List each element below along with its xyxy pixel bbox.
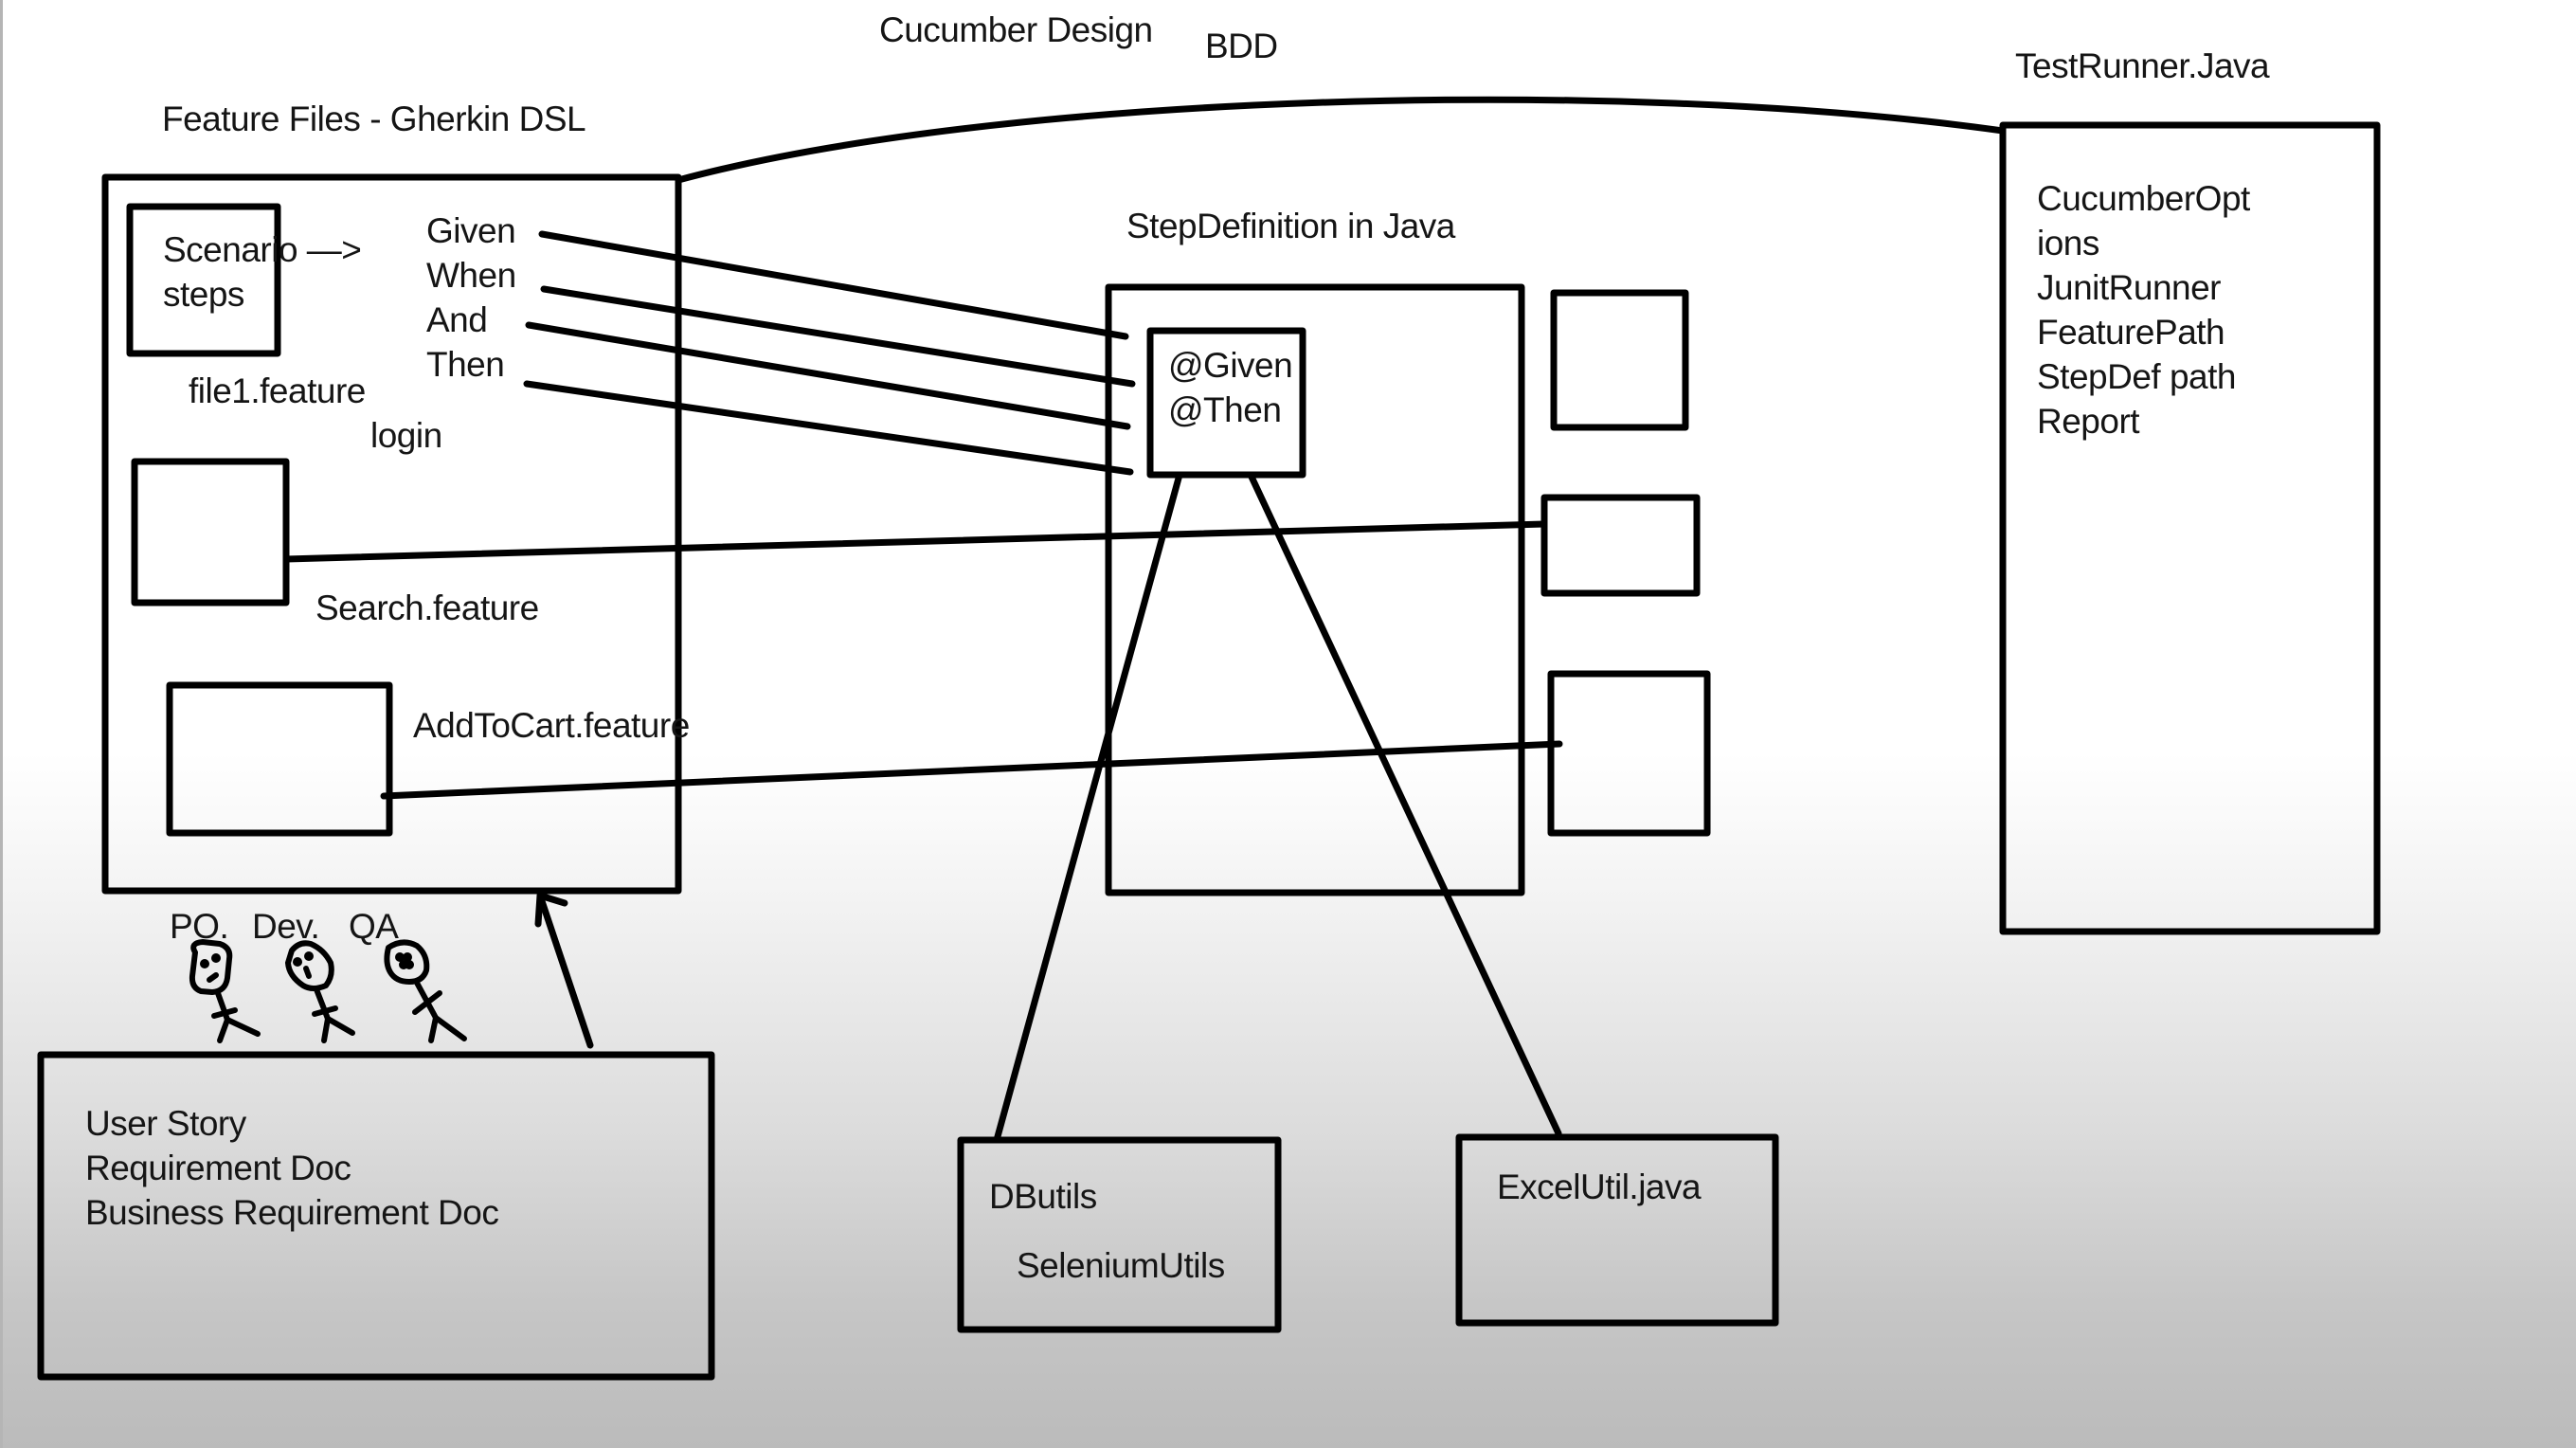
annotation-to-dbutils-connector xyxy=(993,471,1183,1144)
dbutils-label: DButils xyxy=(989,1177,1097,1216)
requirements-list: User Story Requirement Doc Business Requ… xyxy=(85,1101,499,1235)
dbutils-box xyxy=(957,1136,1282,1333)
step-file-box-3 xyxy=(1547,670,1711,837)
annotation-then: @Then xyxy=(1168,390,1282,429)
given-connector xyxy=(538,230,1129,340)
requirement-item: Requirement Doc xyxy=(85,1149,351,1187)
search-feature-box xyxy=(131,458,290,606)
diagram-title: Cucumber Design xyxy=(879,10,1153,49)
runner-item: Report xyxy=(2037,402,2140,441)
scenario-box xyxy=(126,203,281,357)
test-runner-items: CucumberOpt ions JunitRunner FeaturePath… xyxy=(2037,176,2250,443)
step-when: When xyxy=(426,256,516,295)
runner-item: JunitRunner xyxy=(2037,268,2222,307)
addtocart-feature-box xyxy=(166,681,393,837)
requirements-arrow-head xyxy=(534,892,568,928)
annotation-to-excel-connector xyxy=(1247,471,1562,1137)
dev-stick-figure xyxy=(285,940,355,1043)
feature-to-runner-curve xyxy=(675,96,2007,184)
runner-item: ions xyxy=(2037,224,2099,262)
and-connector xyxy=(525,321,1131,430)
addtocart-to-stepfile-connector xyxy=(380,740,1563,800)
excelutil-box xyxy=(1455,1133,1779,1327)
annotations-list: @Given @Then xyxy=(1168,343,1293,432)
role-qa: QA xyxy=(349,907,399,946)
role-dev: Dev. xyxy=(252,907,320,946)
seleniumutils-label: SeleniumUtils xyxy=(1017,1246,1225,1285)
left-edge-border xyxy=(0,0,3,1448)
then-connector xyxy=(523,380,1134,476)
step-file-box-2 xyxy=(1540,494,1701,597)
qa-stick-figure xyxy=(384,939,467,1043)
feature-files-box xyxy=(101,173,682,895)
annotation-given: @Given xyxy=(1168,346,1293,385)
requirements-arrow-shaft xyxy=(536,892,594,1049)
feature-files-heading: Feature Files - Gherkin DSL xyxy=(162,100,586,138)
scenario-line-2: steps xyxy=(163,275,244,314)
step-and: And xyxy=(426,300,488,339)
role-po: PO. xyxy=(170,907,229,946)
step-then: Then xyxy=(426,345,505,384)
scenario-label: Scenario —> steps xyxy=(163,227,362,317)
runner-item: StepDef path xyxy=(2037,357,2236,396)
test-runner-box xyxy=(1999,121,2381,935)
search-feature-label: Search.feature xyxy=(315,588,539,627)
scenario-line-1: Scenario —> xyxy=(163,230,362,269)
step-definition-box xyxy=(1105,283,1525,896)
gherkin-steps-list: Given When And Then xyxy=(426,208,516,387)
requirement-item: User Story xyxy=(85,1104,246,1143)
login-label: login xyxy=(370,416,442,455)
step-definition-heading: StepDefinition in Java xyxy=(1126,207,1455,245)
excelutil-label: ExcelUtil.java xyxy=(1497,1167,1702,1206)
po-stick-figure xyxy=(189,939,261,1043)
annotation-box xyxy=(1146,327,1306,479)
test-runner-heading: TestRunner.Java xyxy=(2015,46,2270,85)
requirements-box xyxy=(37,1051,715,1381)
search-to-stepfile-connector xyxy=(282,520,1548,563)
runner-item: FeaturePath xyxy=(2037,313,2225,352)
step-file-box-1 xyxy=(1550,289,1689,431)
file1-feature-label: file1.feature xyxy=(189,371,366,410)
when-connector xyxy=(540,285,1136,388)
runner-item: CucumberOpt xyxy=(2037,179,2250,218)
step-given: Given xyxy=(426,211,516,250)
diagram-subtitle: BDD xyxy=(1205,27,1278,65)
requirement-item: Business Requirement Doc xyxy=(85,1193,499,1232)
addtocart-feature-label: AddToCart.feature xyxy=(413,706,690,745)
